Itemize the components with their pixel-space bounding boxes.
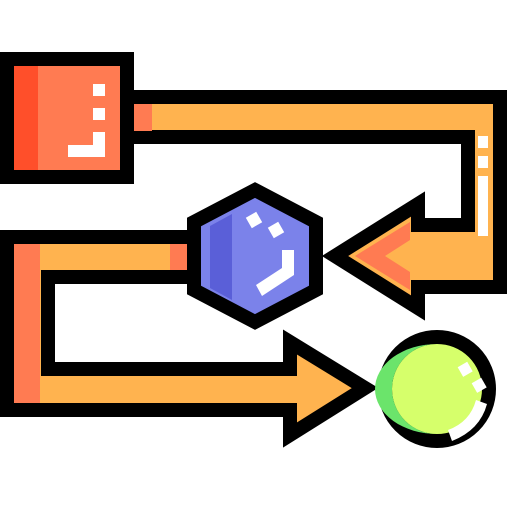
top-flow-arrow-highlight xyxy=(478,136,488,236)
start-square-shade xyxy=(14,66,38,170)
bottom-flow-arrow xyxy=(0,230,379,448)
bottom-flow-arrow-accent xyxy=(170,244,190,270)
start-square-node xyxy=(0,52,134,184)
end-sphere-shade xyxy=(375,344,437,434)
top-flow-arrow xyxy=(123,90,507,321)
hexagon-node xyxy=(187,182,323,330)
hexagon-highlight xyxy=(245,211,294,296)
end-sphere-node xyxy=(375,330,496,448)
top-flow-arrow-body xyxy=(123,90,507,321)
end-sphere-highlight xyxy=(448,361,487,441)
bottom-flow-arrow-body xyxy=(0,230,379,448)
top-flow-arrow-shade xyxy=(132,104,410,290)
start-square-highlight xyxy=(68,84,105,157)
hexagon-shade xyxy=(210,214,232,300)
bottom-flow-arrow-shade xyxy=(14,244,40,403)
